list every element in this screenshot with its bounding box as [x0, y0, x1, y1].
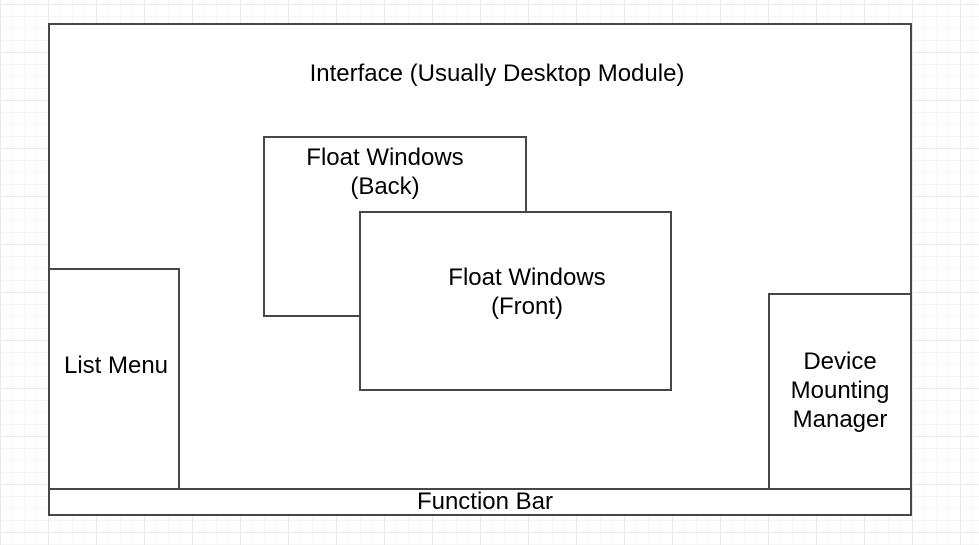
function-bar-label: Function Bar	[416, 488, 554, 515]
float-windows-front-label-line1: Float Windows	[448, 264, 606, 291]
device-mounting-manager-label-line3: Manager	[792, 406, 888, 433]
interface-label: Interface (Usually Desktop Module)	[309, 60, 685, 87]
float-windows-front-box[interactable]	[359, 211, 672, 391]
float-windows-back-label-line2: (Back)	[350, 173, 420, 200]
function-bar-box[interactable]	[48, 488, 912, 516]
list-menu-label: List Menu	[63, 352, 169, 379]
device-mounting-manager-label-line1: Device	[803, 348, 877, 375]
float-windows-back-label: Float Windows (Back)	[235, 143, 535, 201]
list-menu-box[interactable]	[48, 268, 180, 490]
device-mounting-manager-label-line2: Mounting	[790, 377, 890, 404]
device-mounting-manager-box[interactable]	[768, 293, 912, 490]
float-windows-front-label: Float Windows (Front)	[377, 263, 677, 321]
float-windows-front-label-line2: (Front)	[491, 293, 563, 320]
float-windows-back-label-line1: Float Windows	[306, 144, 464, 171]
device-mounting-manager-label: Device Mounting Manager	[760, 347, 920, 434]
